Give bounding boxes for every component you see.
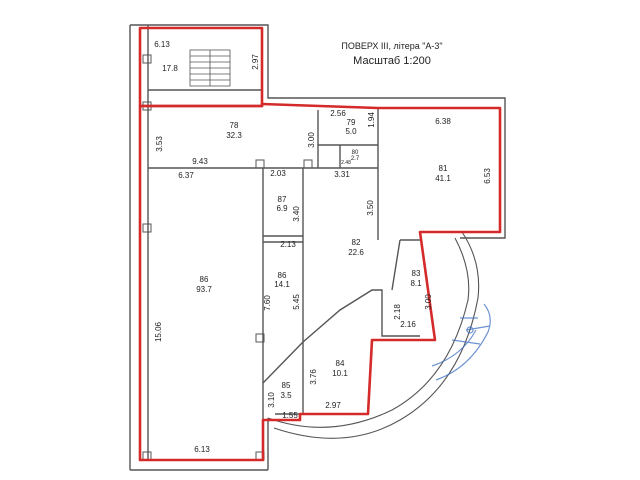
dimension-label: 6.38 [435, 117, 451, 126]
dimension-label: 3.00 [424, 294, 433, 310]
dimension-label: 1.55 [282, 411, 298, 420]
dimension-label: 2.16 [400, 320, 416, 329]
room-area: 3.5 [280, 391, 292, 400]
terrace-arcs [267, 231, 480, 439]
room-number: 87 [278, 195, 287, 204]
room-area: 41.1 [435, 174, 451, 183]
room-number: 79 [347, 118, 356, 127]
dimension-label: 7.60 [263, 295, 272, 311]
room-number: 80 [352, 150, 359, 156]
dimension-label: 2.18 [393, 304, 402, 320]
room-number: 85 [282, 381, 291, 390]
room-number: 86 [200, 275, 209, 284]
room-number: 86 [278, 271, 287, 280]
room-area: 93.7 [196, 285, 212, 294]
dimension-label: 3.40 [292, 206, 301, 222]
dimension-label: 3.00 [307, 132, 316, 148]
dimension-label: 3.76 [309, 369, 318, 385]
dimension-label: 5.45 [292, 294, 301, 310]
dimension-label: 6.53 [483, 168, 492, 184]
dimension-label: 2.13 [280, 240, 296, 249]
dimension-label: 6.13 [194, 445, 210, 454]
room-area: 2.7 [351, 156, 360, 162]
room-labels: 17.8 78 32.3 79 5.0 80 2.7 81 41.1 82 22… [162, 64, 451, 400]
dimension-labels: 6.13 2.97 2.56 1.94 3.53 3.00 9.43 2.48 … [154, 40, 492, 454]
dimension-label: 2.03 [270, 169, 286, 178]
room-area: 5.0 [345, 127, 357, 136]
room-number: 82 [352, 238, 361, 247]
dimension-label: 3.10 [267, 392, 276, 408]
room-number: 81 [439, 164, 448, 173]
boundary-main [138, 102, 502, 462]
room-area: 32.3 [226, 131, 242, 140]
dimension-label: 6.13 [154, 40, 170, 49]
walls [129, 24, 506, 471]
room-number: 78 [230, 121, 239, 130]
room-area: 8.1 [410, 279, 422, 288]
dimension-label: 9.43 [192, 157, 208, 166]
room-area: 17.8 [162, 64, 178, 73]
dimension-label: 2.97 [325, 401, 341, 410]
dimension-label: 3.53 [155, 136, 164, 152]
dimension-label: 2.48 [341, 160, 351, 166]
staircase [189, 49, 231, 87]
ink-stamp [431, 303, 491, 381]
dimension-label: 3.31 [334, 170, 350, 179]
dimension-label: 2.56 [330, 109, 346, 118]
boundary [138, 26, 502, 462]
room-area: 14.1 [274, 280, 290, 289]
room-area: 10.1 [332, 369, 348, 378]
dimension-label: 1.94 [367, 112, 376, 128]
dimension-label: 2.97 [251, 54, 260, 70]
scale-label: Масштаб 1:200 [353, 55, 431, 67]
dimension-label: 6.37 [178, 171, 194, 180]
room-number: 83 [412, 269, 421, 278]
room-number: 84 [336, 359, 345, 368]
room-area: 6.9 [276, 204, 288, 213]
floor-title: ПОВЕРХ III, літера "А-3" [341, 41, 442, 51]
dimension-label: 3.50 [366, 200, 375, 216]
room-area: 22.6 [348, 248, 364, 257]
dimension-label: 15.06 [154, 321, 163, 342]
